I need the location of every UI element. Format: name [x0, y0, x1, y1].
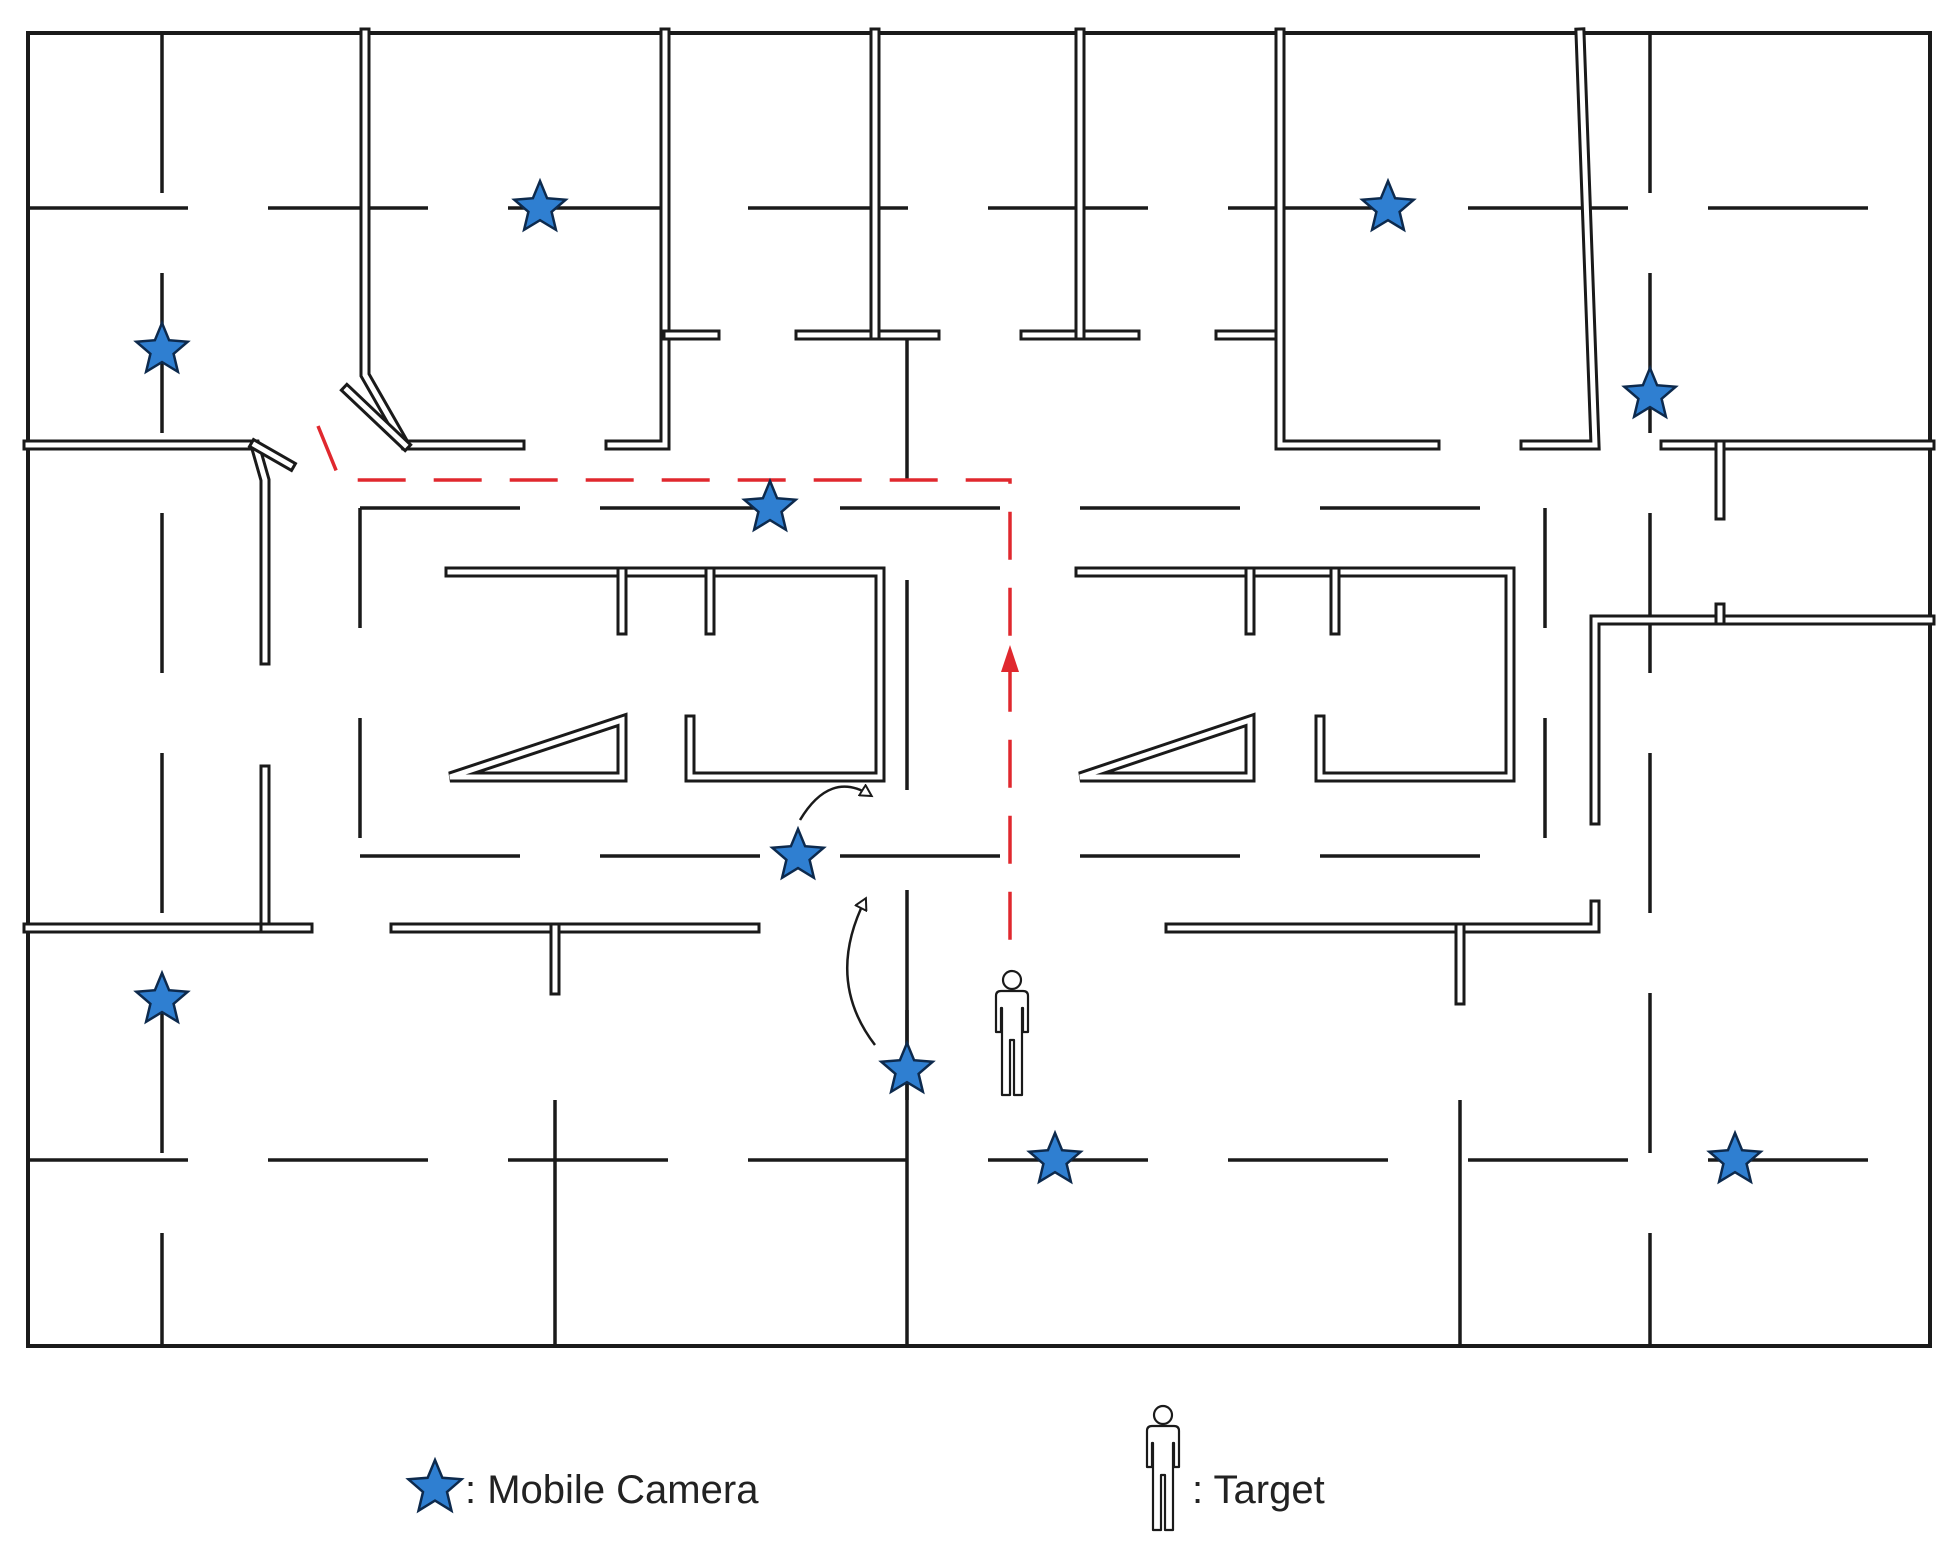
wall-segment-inner	[25, 767, 268, 931]
wall-segment	[22, 764, 271, 934]
wall-segment-inner	[1077, 569, 1513, 780]
star-icon	[133, 969, 191, 1025]
star-icon	[1706, 1129, 1764, 1185]
wall-segment	[444, 566, 886, 783]
wall-segment-inner	[1522, 30, 1598, 448]
legend: : Mobile Camera : Target	[405, 1404, 1325, 1532]
path-direction-arrow	[1001, 645, 1019, 672]
mobile-cameras	[133, 177, 1764, 1185]
legend-camera-star-icon	[405, 1456, 465, 1514]
wall-segment	[604, 27, 671, 451]
legend-target-label: : Target	[1192, 1468, 1325, 1512]
wall-segment-inner	[1592, 617, 1933, 823]
wall-segment-inner	[25, 442, 268, 663]
wall-segment-inner	[251, 441, 294, 469]
walls	[22, 27, 1936, 1006]
target-path	[316, 425, 1019, 960]
wall-segment	[359, 27, 526, 451]
movement-arrow-upper	[798, 787, 870, 821]
person-icon	[994, 969, 1030, 1097]
wall-segment-inner	[449, 716, 625, 780]
wall-segment-inner	[1277, 30, 1438, 448]
star-icon	[878, 1039, 936, 1095]
star-icon	[405, 1456, 465, 1514]
star-icon	[511, 177, 569, 233]
wall-segment-inner	[1079, 716, 1253, 780]
star-icon	[1621, 364, 1679, 420]
wall-segment-inner	[1167, 902, 1598, 931]
legend-target-person-icon	[1145, 1404, 1181, 1532]
building-boundary	[26, 31, 1932, 1348]
wall-segment-inner	[362, 30, 523, 448]
wall-segment	[1164, 899, 1601, 934]
star-icon	[1359, 177, 1417, 233]
wall-segment-inner	[447, 569, 883, 780]
star-icon	[133, 319, 191, 375]
wall-segment	[1074, 566, 1516, 783]
wall-segment-inner	[343, 386, 409, 449]
central-corridor	[358, 506, 1547, 1100]
camera-movement-arrows	[798, 787, 876, 1046]
wall-segment	[1274, 27, 1441, 451]
room-grid-lines	[28, 33, 1930, 1346]
star-icon	[1026, 1129, 1084, 1185]
person-icon	[1145, 1404, 1181, 1532]
wall-segment	[22, 439, 271, 666]
target-person	[994, 969, 1030, 1097]
star-icon	[741, 477, 799, 533]
legend-camera-label: : Mobile Camera	[465, 1468, 759, 1512]
wall-segment-inner	[607, 30, 668, 448]
movement-arrow-lower	[845, 900, 876, 1046]
wall-segment	[1589, 614, 1936, 826]
star-icon	[769, 825, 827, 881]
